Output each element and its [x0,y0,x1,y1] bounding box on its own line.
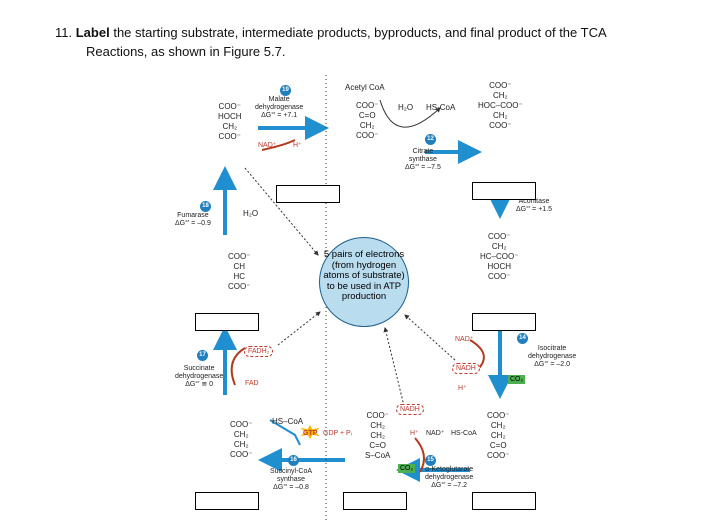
co2-right-badge: CO₂ [508,375,526,384]
succinate-structure: COO⁻ CH₂ CH₂ COO⁻ [230,420,253,459]
hscoa-top: HS-CoA [426,103,456,112]
enzyme-akg-dehydrogenase: α-Ketoglutarate dehydrogenase ΔG°′ = –7.… [425,466,474,489]
fadh2-badge: FADH₂ [244,346,274,357]
enzyme-isocitrate-dehydrogenase: Isocitrate dehydrogenase ΔG°′ = –2.0 [528,345,577,368]
isocitrate-structure: COO⁻ CH₂ HC–COO⁻ HOCH COO⁻ [480,232,519,281]
question-line-2: Reactions, as shown in Figure 5.7. [86,44,286,59]
answer-box-3[interactable] [195,313,259,331]
water-top: H₂O [398,103,414,112]
step-number-17: 17 [197,350,208,361]
nadh-bottom-badge: NADH [396,404,424,415]
hplus-top: H⁺ [293,142,302,149]
question-text: the starting substrate, intermediate pro… [113,25,607,40]
nadh-right-badge: NADH [452,363,480,374]
alpha-ketoglutarate-structure: COO⁻ CH₂ CH₂ C=O COO⁻ [487,411,510,460]
answer-box-2[interactable] [472,182,536,200]
hscoa-bottom: HS-CoA [451,430,477,437]
enzyme-aconitase: Aconitase ΔG°′ = +1.5 [516,198,553,213]
acetyl-coa-label: Acetyl CoA [345,83,385,92]
answer-box-7[interactable] [472,492,536,510]
oxaloacetate-structure: COO⁻ C=O CH₂ COO⁻ [356,101,379,140]
hplus-bottom: H⁺ [410,430,419,437]
step-number-19: 19 [280,85,291,96]
question-number: 11. [55,25,73,40]
water-left: H₂O [243,209,259,218]
enzyme-succinyl-coa-synthase: Succinyl-CoA synthase ΔG°′ = –0.8 [270,468,313,491]
answer-box-4[interactable] [472,313,536,331]
co2-bottom-badge: CO₂ [398,464,416,473]
answer-box-1[interactable] [276,185,340,203]
answer-box-5[interactable] [195,492,259,510]
fad-label: FAD [245,380,259,387]
hscoa-left: HS–CoA [272,417,304,426]
question-line-1: 11. Label the starting substrate, interm… [55,24,695,41]
nad-right: NAD⁺ [455,336,474,343]
step-number-16: 16 [288,455,299,466]
step-number-14: 14 [517,333,528,344]
gtp-label: GTP [303,430,318,437]
electron-pairs-circle: 5 pairs of electrons (from hydrogen atom… [319,237,409,327]
fumarate-structure: COO⁻ CH HC COO⁻ [228,252,251,291]
citrate-structure: COO⁻ CH₂ HOC–COO⁻ CH₂ COO⁻ [478,81,523,130]
enzyme-fumarase: Fumarase ΔG°′ = –0.9 [175,212,211,227]
enzyme-succinate-dehydrogenase: Succinate dehydrogenase ΔG°′ ≅ 0 [175,365,224,388]
enzyme-malate-dehydrogenase: Malate dehydrogenase ΔG°′ = +7.1 [255,96,304,119]
step-number-18: 18 [200,201,211,212]
malate-structure: COO⁻ HOCH CH₂ COO⁻ [218,102,242,141]
step-number-12: 12 [425,134,436,145]
question-bold: Label [75,25,110,40]
enzyme-citrate-synthase: Citrate synthase ΔG°′ = –7.5 [405,148,441,171]
hplus-right: H⁺ [458,385,467,392]
nad-top: NAD⁺ [258,142,277,149]
gdp-label: GDP + Pᵢ [323,430,352,437]
succinyl-coa-structure: COO⁻ CH₂ CH₂ C=O S–CoA [365,411,391,460]
nad-bottom: NAD⁺ [426,430,445,437]
answer-box-6[interactable] [343,492,407,510]
step-number-15: 15 [425,455,436,466]
